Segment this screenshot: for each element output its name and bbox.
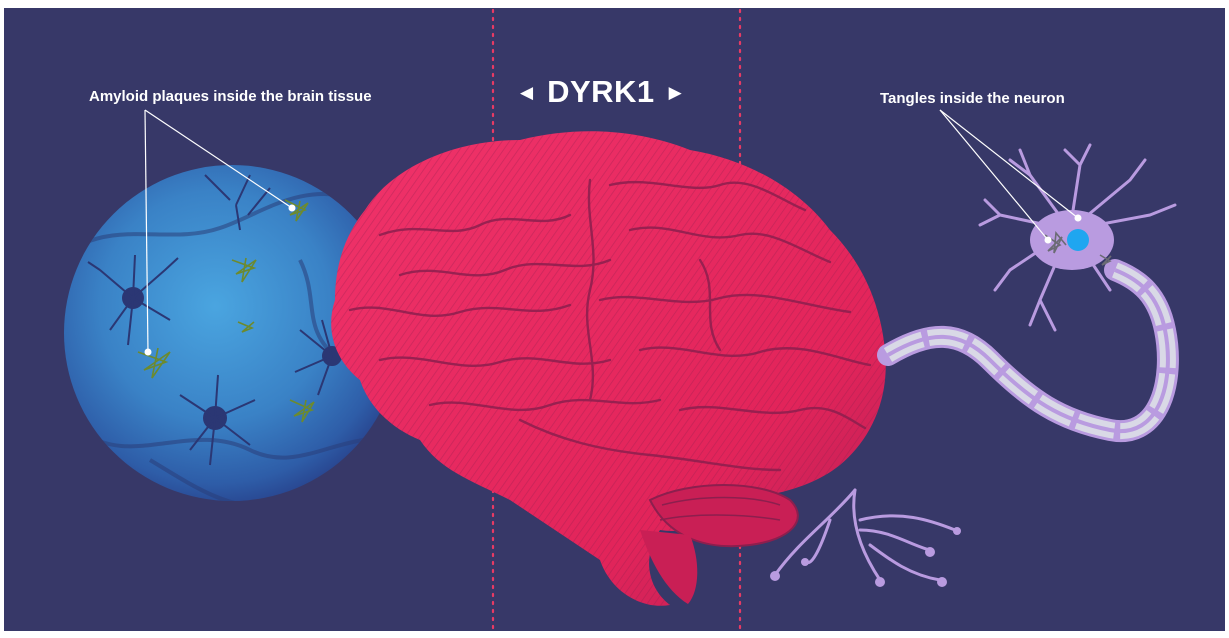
title-group: ◀ DYRK1 ▶: [520, 74, 682, 110]
diagram-title: DYRK1: [547, 74, 655, 110]
triangle-left-icon: ◀: [520, 84, 533, 101]
triangle-right-icon: ▶: [669, 84, 682, 101]
tangles-label: Tangles inside the neuron: [880, 90, 1065, 107]
plaques-label: Amyloid plaques inside the brain tissue: [89, 88, 372, 105]
nucleus: [1067, 229, 1089, 251]
